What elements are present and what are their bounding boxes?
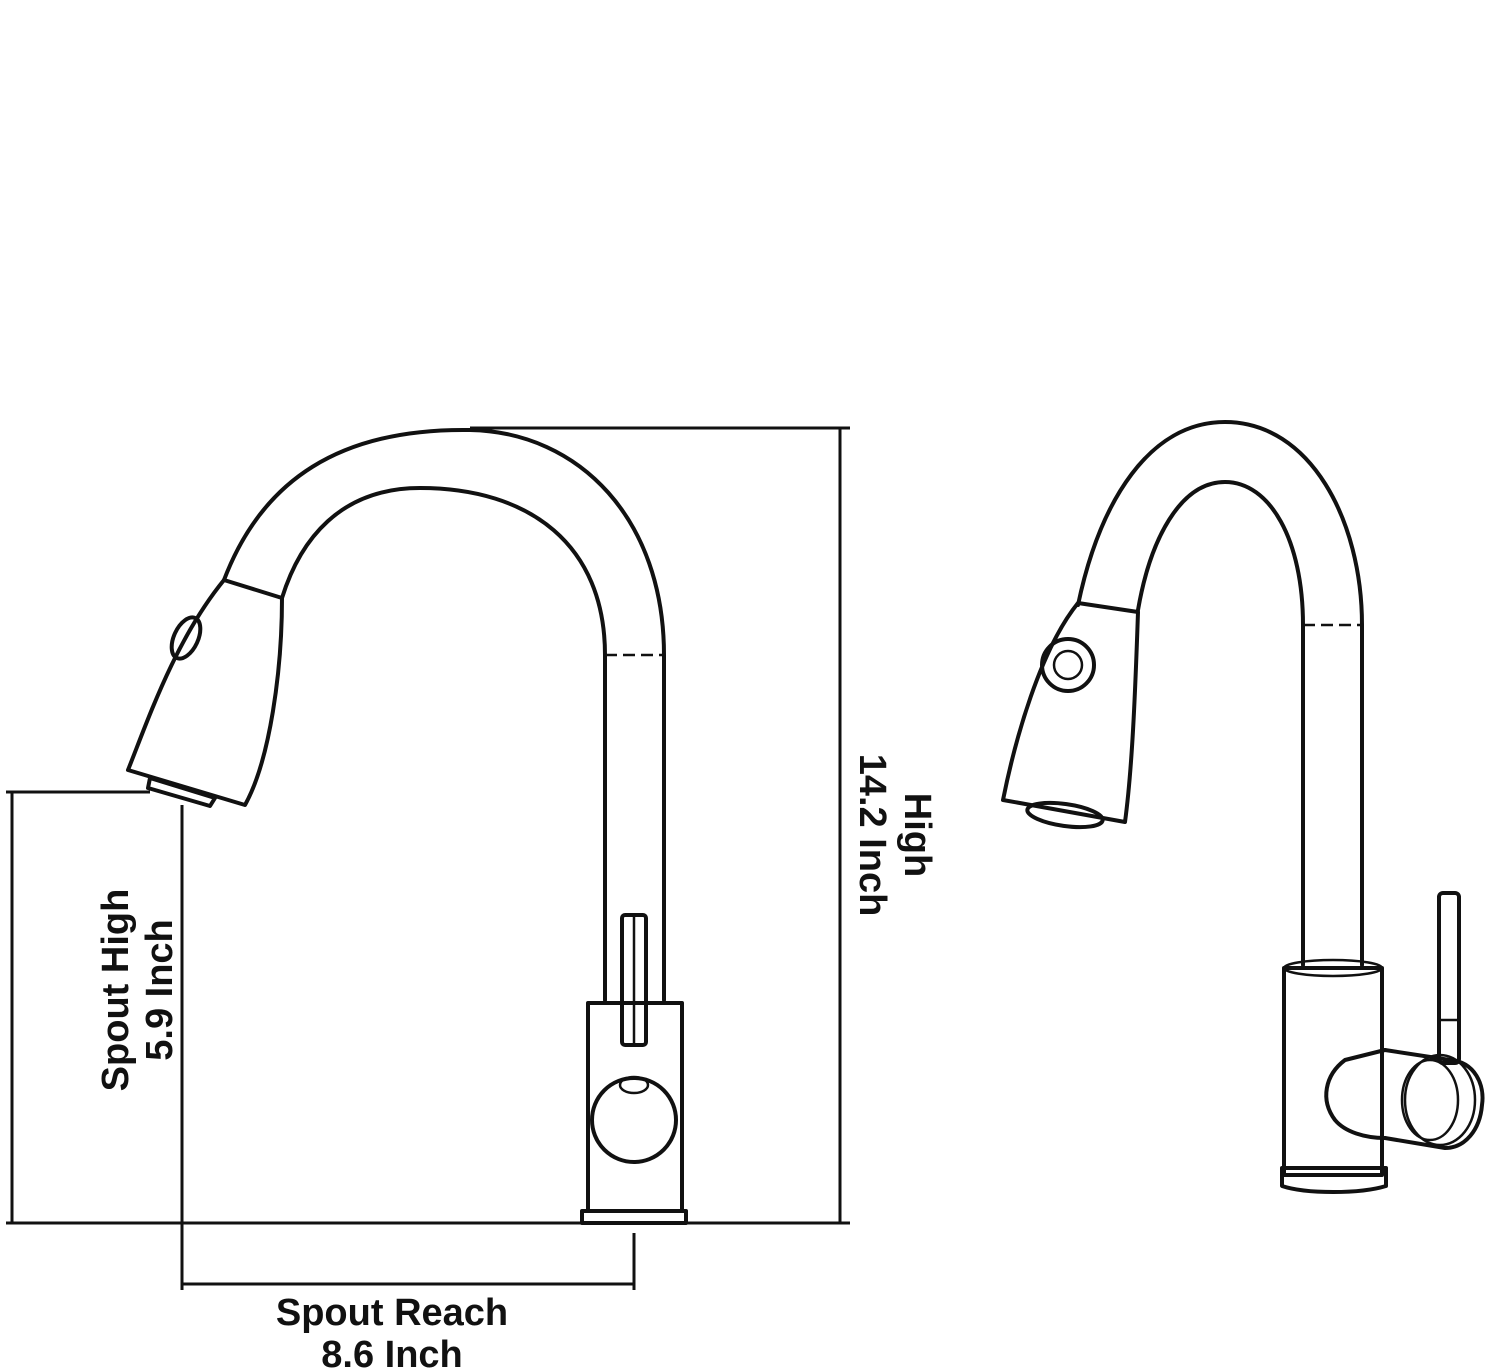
spray-button [169,615,203,661]
spout-high-label: Spout High [95,889,137,1092]
faucet-side-view [126,427,688,1225]
high-value: 14.2 Inch [851,754,893,917]
spout-outer-curve-3d [1076,420,1364,967]
high-label: High [896,793,938,877]
base-3d [1280,1166,1388,1194]
spout-outer-curve [222,427,666,1002]
dimension-labels: Spout High 5.9 Inch High 14.2 Inch Spout… [95,754,938,1371]
faucet-perspective-view [1001,420,1485,1194]
body-top-rim-3d [1282,958,1384,978]
handle-cone-3d [1324,1048,1387,1140]
handle-cap-ring-inner-3d [1400,1058,1460,1142]
spout-inner-curve-3d [1136,480,1305,967]
spray-button-inner-3d [1052,649,1084,681]
handle-hub [590,1076,678,1164]
spout-high-value: 5.9 Inch [139,919,181,1061]
spray-button-3d [1040,637,1096,693]
spray-head-3d [1001,601,1140,824]
spout-reach-value: 8.6 Inch [321,1334,463,1371]
dimension-lines [6,426,850,1290]
spout-inner-curve [280,486,607,1002]
handle-lever-3d [1437,891,1461,1065]
handle-hub-inner [618,1075,650,1095]
base-plate [580,1209,688,1225]
faucet-body-3d [1282,966,1384,1177]
spray-nozzle-3d [1025,800,1105,830]
handle-cylinder-3d [1383,1048,1485,1150]
handle-cap-ring-3d [1403,1053,1477,1147]
spray-head [126,578,284,807]
spray-nozzle [146,776,217,808]
spout-reach-label: Spout Reach [276,1292,508,1334]
